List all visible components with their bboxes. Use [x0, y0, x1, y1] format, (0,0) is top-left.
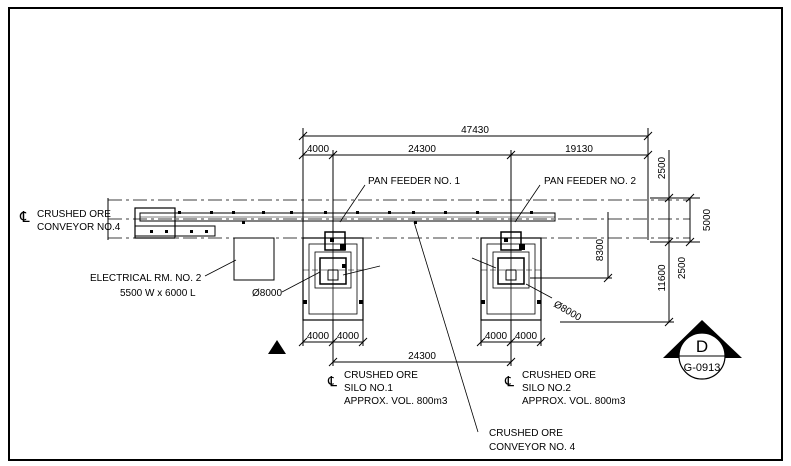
- silo-2-columns: [481, 238, 541, 304]
- label-pan-feeder-2: PAN FEEDER NO. 2: [544, 176, 636, 187]
- top-dimension-lines: [298, 128, 653, 240]
- dim-4000-b1: 4000: [307, 331, 330, 342]
- right-dimension-lines: [530, 150, 700, 327]
- dim-2500-mid: 2500: [677, 256, 688, 279]
- electrical-room: [233, 237, 275, 281]
- dim-11600: 11600: [657, 264, 668, 292]
- conveyor-no4-plan: [134, 207, 556, 239]
- north-arrow-icon: [268, 340, 286, 354]
- dim-4000-c1: 4000: [485, 331, 508, 342]
- leader-lines: [339, 184, 541, 433]
- label-conveyor4-line1: CRUSHED ORE: [489, 428, 563, 439]
- label-silo2-line2: SILO NO.2: [522, 383, 571, 394]
- cl-symbol-conveyor: ℄: [19, 209, 30, 226]
- label-silo1-line2: SILO NO.1: [344, 383, 393, 394]
- dim-5000: 5000: [702, 208, 713, 231]
- label-silo2-line3: APPROX. VOL. 800m3: [522, 396, 626, 407]
- section-letter: D: [696, 337, 708, 356]
- section-drawing-number: G-0913: [684, 362, 721, 374]
- sheet-border: [8, 7, 783, 461]
- label-electrical-room-2: 5500 W x 6000 L: [120, 288, 196, 299]
- dim-4000-b2: 4000: [337, 331, 360, 342]
- label-silo1-line1: CRUSHED ORE: [344, 370, 418, 381]
- label-conveyor-left-2: CONVEYOR NO.4: [37, 222, 121, 233]
- label-pan-feeder-1: PAN FEEDER NO. 1: [368, 176, 460, 187]
- dim-diameter-2: Ø8000: [552, 299, 584, 324]
- dim-4000-c2: 4000: [515, 331, 538, 342]
- dim-24300-bottom: 24300: [408, 351, 436, 362]
- label-electrical-room-1: ELECTRICAL RM. NO. 2: [90, 273, 202, 284]
- dim-24300-top: 24300: [408, 144, 436, 155]
- label-silo2-line1: CRUSHED ORE: [522, 370, 596, 381]
- cl-symbol-silo-2: ℄: [504, 373, 514, 389]
- silo-1-columns: [303, 238, 363, 304]
- label-conveyor-left-1: CRUSHED ORE: [37, 209, 111, 220]
- label-conveyor4-line2: CONVEYOR NO. 4: [489, 442, 576, 453]
- dim-diameter-1: Ø8000: [252, 288, 282, 299]
- dim-overall: 47430: [461, 125, 489, 136]
- cl-symbol-silo-1: ℄: [327, 373, 337, 389]
- silo-2-plan: [471, 231, 553, 321]
- silo-1-plan: [281, 231, 381, 321]
- dim-8300: 8300: [595, 238, 606, 261]
- dim-2500-top: 2500: [657, 156, 668, 179]
- label-silo1-line3: APPROX. VOL. 800m3: [344, 396, 448, 407]
- section-marker: [663, 320, 742, 380]
- dim-4000-top: 4000: [307, 144, 330, 155]
- bottom-dimension-lines: [298, 320, 546, 367]
- dim-19130: 19130: [565, 144, 593, 155]
